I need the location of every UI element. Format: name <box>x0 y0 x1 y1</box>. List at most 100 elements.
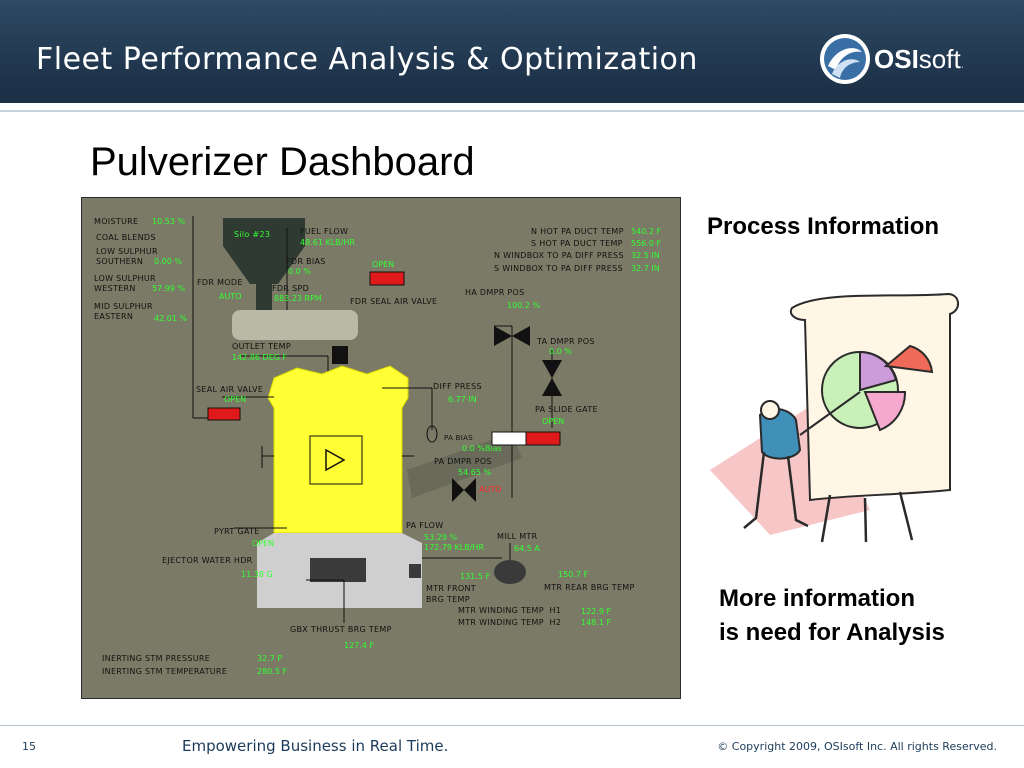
header-title: Fleet Performance Analysis & Optimizatio… <box>36 42 698 77</box>
pa-dmpr-pos-label: PA DMPR POS <box>434 457 492 466</box>
fdr-spd-value: 883.23 RPM <box>274 294 322 303</box>
seal-air-valve-value: OPEN <box>224 395 247 404</box>
pa-flow-label: PA FLOW <box>406 521 444 530</box>
ha-damper-valve <box>494 326 530 346</box>
inerting-stm-temperature-value: 280.5 F <box>257 667 288 676</box>
fdr-seal-air-indicator <box>369 271 405 286</box>
pa-flow-value2: 172.79 KLB/HR <box>424 543 484 552</box>
inerting-stm-pressure-value: 32.7 P <box>257 654 283 663</box>
mtr-winding-h2-label: MTR WINDING TEMP H2 <box>458 618 562 627</box>
mtr-front-brg-temp-label2: BRG TEMP <box>426 595 470 604</box>
ha-dmpr-pos-value: 100.2 % <box>507 301 541 310</box>
pyrt-gate-label: PYRT GATE <box>214 527 260 536</box>
n-hot-pa-duct-temp-value: 540.2 F <box>631 227 662 236</box>
process-information-heading: Process Information <box>707 213 940 240</box>
silo-funnel <box>223 246 305 284</box>
pulverizer-diagram <box>192 216 562 623</box>
pa-slide-gate-indicator <box>525 431 561 446</box>
mill-mtr-label: MILL MTR <box>497 532 538 541</box>
n-windbox-diff-label: N WINDBOX TO PA DIFF PRESS <box>494 251 624 260</box>
pyrt-gate-value: OPEN <box>252 539 275 548</box>
pa-slide-gate-value: OPEN <box>542 417 565 426</box>
low-sulphur-southern-label1: LOW SULPHUR <box>96 247 158 256</box>
pa-bias-value: 0.0 %Bias <box>462 444 502 453</box>
fdr-bias-label: FDR BIAS <box>286 257 326 266</box>
mtr-winding-h1-value: 122.9 F <box>581 607 612 616</box>
s-hot-pa-duct-temp-value: 556.0 F <box>631 239 662 248</box>
moisture-value: 10.53 % <box>152 217 186 226</box>
silo-neck <box>256 284 272 310</box>
diff-press-value: 6.77 IN <box>448 395 477 404</box>
silo-label: Silo #23 <box>234 230 271 239</box>
s-hot-pa-duct-temp-label: S HOT PA DUCT TEMP <box>531 239 623 248</box>
fuel-flow-value: 48.61 KLB/HR <box>300 238 355 247</box>
fdr-seal-air-valve-value: OPEN <box>372 260 395 269</box>
fdr-seal-air-valve-label: FDR SEAL AIR VALVE <box>350 297 438 306</box>
footer-rule <box>0 725 1024 726</box>
low-sulphur-western-label2: WESTERN <box>94 284 136 293</box>
fdr-mode-value: AUTO <box>219 292 242 301</box>
pa-dmpr-mode: AUTO <box>479 485 502 494</box>
coal-blends-label: COAL BLENDS <box>96 233 156 242</box>
more-information-line1: More information <box>719 585 915 612</box>
low-sulphur-western-value: 57.99 % <box>152 284 186 293</box>
mtr-rear-brg-temp-value: 150.7 F <box>558 570 589 579</box>
mtr-rear-brg-temp-label: MTR REAR BRG TEMP <box>544 583 635 592</box>
more-information-line2: is need for Analysis <box>719 619 945 646</box>
feeder-body <box>232 310 358 340</box>
slide-title: Pulverizer Dashboard <box>90 140 475 184</box>
more-information-note: More information is need for Analysis <box>719 582 945 650</box>
pa-duct <box>407 433 522 498</box>
feeder-outlet <box>332 346 348 364</box>
logo-wordmark: OSIsoft. <box>874 44 965 74</box>
pa-flow-value1: 53.29 % <box>424 533 458 542</box>
pa-slide-gate-label: PA SLIDE GATE <box>535 405 598 414</box>
low-sulphur-southern-value: 0.00 % <box>154 257 182 266</box>
mill-motor-box <box>309 435 363 485</box>
mid-sulphur-eastern-label2: EASTERN <box>94 312 134 321</box>
mid-sulphur-eastern-value: 42.01 % <box>154 314 188 323</box>
mill-mtr-value: 64.5 A <box>514 544 540 553</box>
outlet-temp-value: 142.86 DEG F <box>232 353 288 362</box>
ta-damper-valve <box>542 360 562 396</box>
seal-air-valve-indicator <box>207 407 241 421</box>
pa-dmpr-pos-value: 54.65 % <box>458 468 492 477</box>
ejector-block <box>310 558 366 582</box>
seal-air-valve-label: SEAL AIR VALVE <box>196 385 264 394</box>
mid-sulphur-eastern-label1: MID SULPHUR <box>94 302 153 311</box>
ejector-water-hdr-value: 11.38 G <box>241 570 273 579</box>
s-windbox-diff-label: S WINDBOX TO PA DIFF PRESS <box>494 264 623 273</box>
ha-dmpr-pos-label: HA DMPR POS <box>465 288 525 297</box>
pulverizer-dashboard: MOISTURE 10.53 % COAL BLENDS LOW SULPHUR… <box>81 197 681 699</box>
ta-dmpr-pos-value: 0.0 % <box>549 347 572 356</box>
diff-press-label: DIFF PRESS <box>433 382 482 391</box>
header-rule <box>0 110 1024 112</box>
n-hot-pa-duct-temp-label: N HOT PA DUCT TEMP <box>531 227 624 236</box>
gbx-thrust-brg-temp-label: GBX THRUST BRG TEMP <box>290 625 392 634</box>
s-windbox-diff-value: 32.7 IN <box>631 264 660 273</box>
low-sulphur-southern-label2: SOUTHERN <box>96 257 144 266</box>
n-windbox-diff-value: 32.5 IN <box>631 251 660 260</box>
ta-dmpr-pos-label: TA DMPR POS <box>537 337 595 346</box>
pa-damper-valve <box>452 478 476 502</box>
osisoft-logo: OSIsoft. <box>818 30 978 88</box>
mtr-front-brg-temp-label1: MTR FRONT <box>426 584 476 593</box>
footer-tagline: Empowering Business in Real Time. <box>182 737 449 755</box>
inerting-stm-pressure-label: INERTING STM PRESSURE <box>102 654 211 663</box>
gbx-thrust-brg-temp-value: 127.4 F <box>344 641 375 650</box>
mtr-winding-h2-value: 148.1 F <box>581 618 612 627</box>
silo-hopper <box>223 218 305 246</box>
page-number: 15 <box>22 740 36 753</box>
moisture-label: MOISTURE <box>94 217 139 226</box>
pa-bias-label: PA BIAS <box>444 434 473 442</box>
slide-header: Fleet Performance Analysis & Optimizatio… <box>0 0 1024 103</box>
fdr-bias-value: 0.0 % <box>288 267 311 276</box>
osisoft-swirl-icon <box>820 34 870 84</box>
low-sulphur-western-label1: LOW SULPHUR <box>94 274 156 283</box>
mtr-front-brg-temp-value: 131.5 F <box>460 572 491 581</box>
fuel-flow-label: FUEL FLOW <box>300 227 349 236</box>
fdr-spd-label: FDR SPD <box>272 284 310 293</box>
outlet-temp-label: OUTLET TEMP <box>232 342 291 351</box>
fdr-mode-label: FDR MODE <box>197 278 243 287</box>
footer-copyright: © Copyright 2009, OSIsoft Inc. All right… <box>717 740 997 753</box>
